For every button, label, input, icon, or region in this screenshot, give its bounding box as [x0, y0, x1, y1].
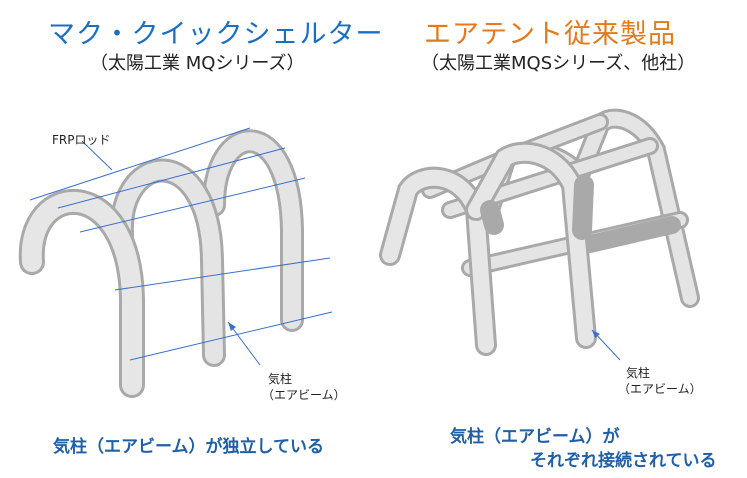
right-subtitle: （太陽工業MQSシリーズ、他社）: [421, 53, 696, 74]
frp-rod-leader-line: [81, 140, 113, 171]
right-title: エアテント従来製品: [424, 19, 676, 50]
right-caption-line2: それぞれ接続されている: [530, 451, 717, 471]
independent-air-beam-arches: [18, 129, 304, 398]
right-beam-label-2: （エアビーム）: [618, 382, 702, 396]
connected-air-beam-frame: [379, 108, 700, 356]
right-beam-label-1: 気柱: [626, 366, 651, 380]
left-beam-arrowhead: [228, 322, 236, 331]
left-subtitle: （太陽工業 MQシリーズ）: [90, 53, 305, 74]
right-beam-arrowhead: [592, 330, 600, 338]
right-caption-line1: 気柱（エアビーム）が: [450, 427, 620, 447]
left-beam-label-2: （エアビーム）: [262, 388, 346, 402]
left-beam-label-1: 気柱: [268, 372, 293, 386]
left-beam-leader-line: [227, 321, 261, 366]
left-caption: 気柱（エアビーム）が独立している: [53, 437, 324, 457]
frp-rods: [29, 127, 333, 361]
frp-rod-label: FRPロッド: [52, 133, 111, 147]
left-title: マク・クイックシェルター: [48, 19, 384, 50]
